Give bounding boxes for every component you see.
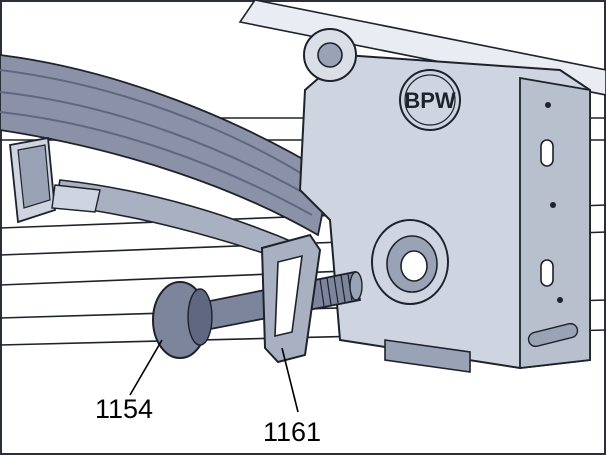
- bpw-logo: BPW: [399, 69, 461, 131]
- bracket-foot: [384, 339, 471, 373]
- bracket-slot: [527, 322, 579, 348]
- bpw-logo-text: BPW: [404, 88, 456, 113]
- eccentric-adjuster: [371, 219, 449, 305]
- bracket-slot: [540, 139, 554, 167]
- bracket-slot: [540, 259, 554, 287]
- leader-line-1161: [281, 347, 299, 413]
- washer-plate: [260, 233, 322, 364]
- left-bracket: [9, 136, 101, 224]
- spring-hanger-bracket: [298, 28, 591, 373]
- callout-label-1161: 1161: [263, 417, 322, 447]
- callout-label-1154: 1154: [95, 394, 154, 424]
- leaf-spring: [0, 54, 332, 237]
- leader-line-1154: [129, 339, 163, 396]
